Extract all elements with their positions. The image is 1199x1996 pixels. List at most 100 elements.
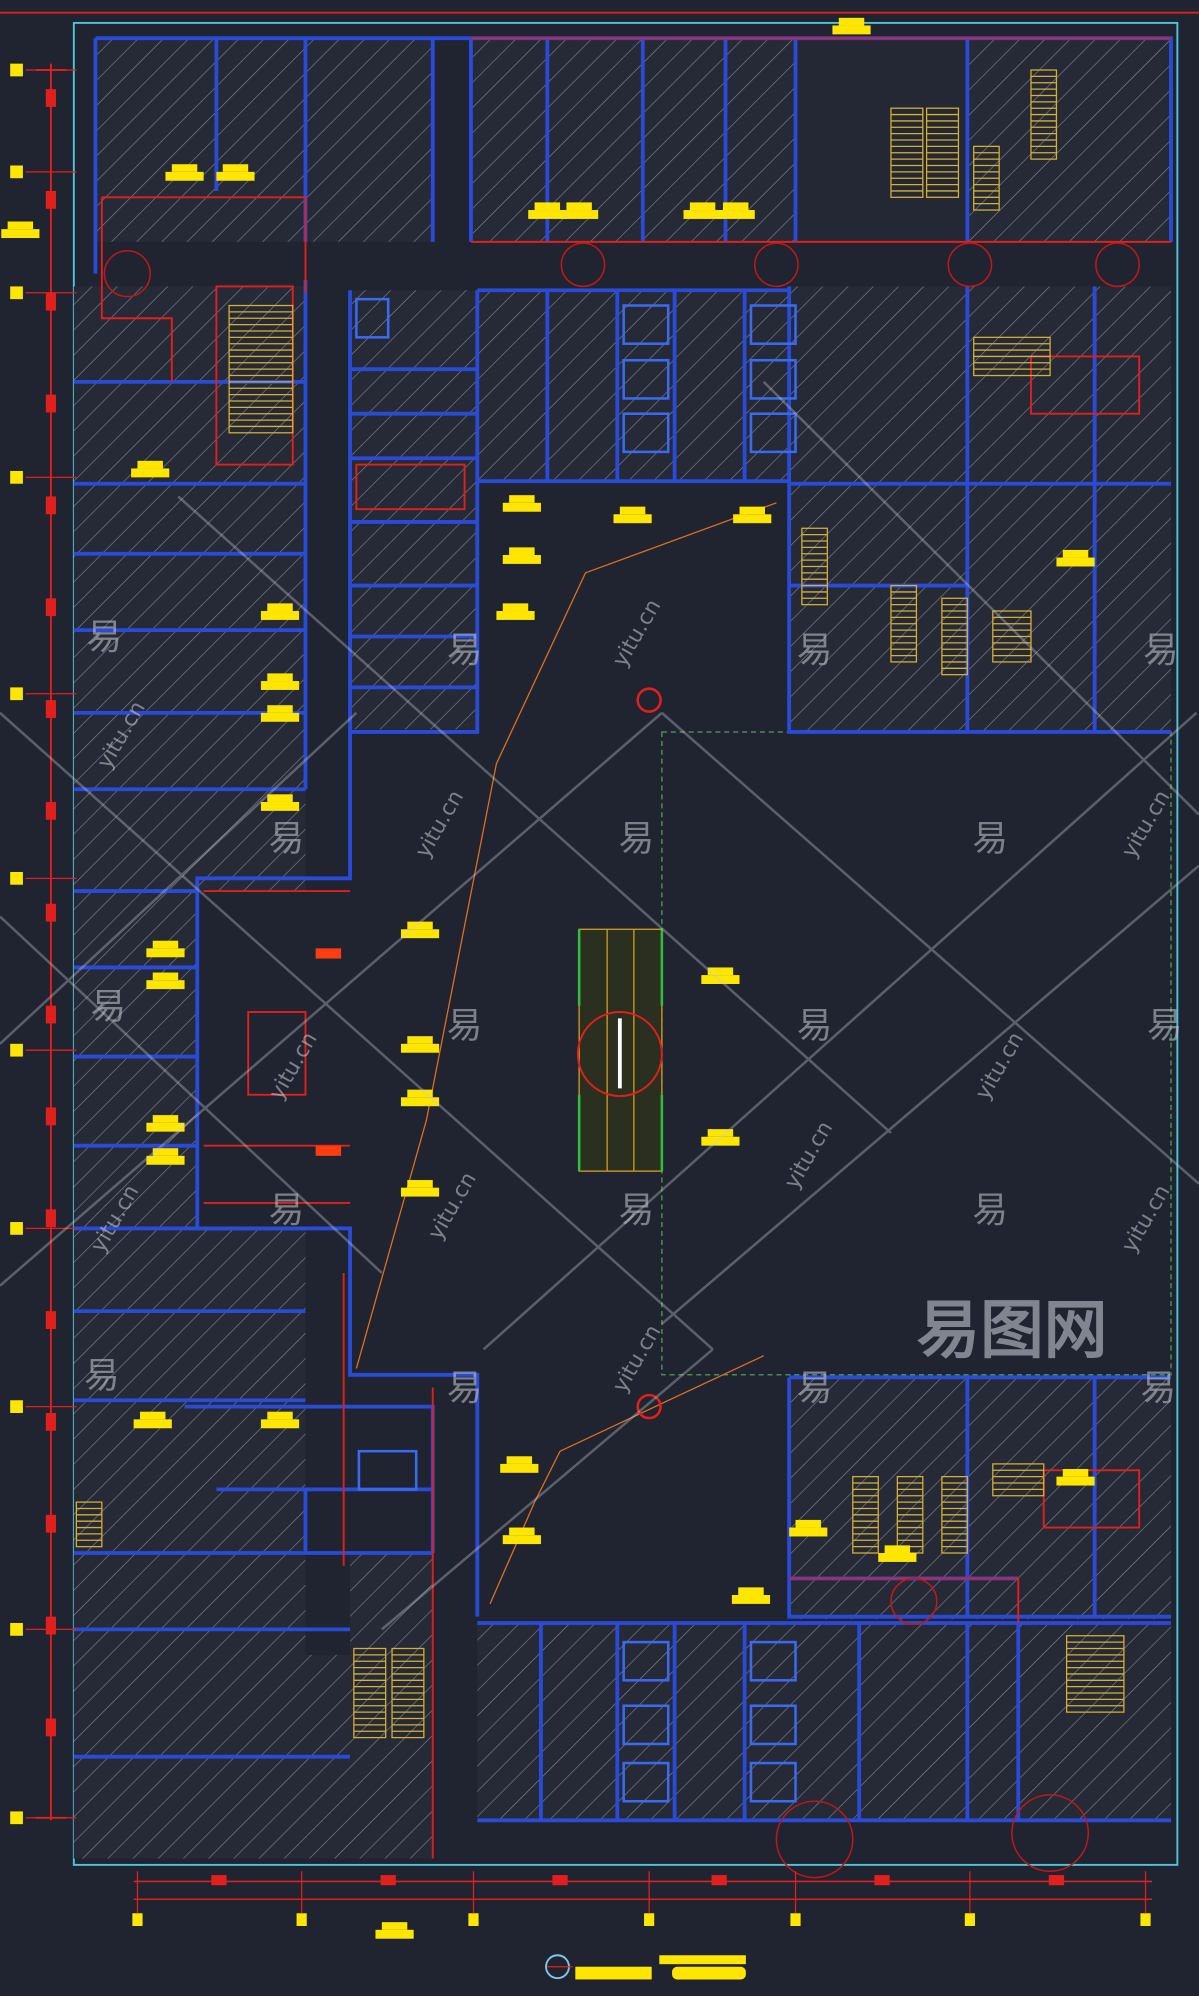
label-tag — [133, 1411, 172, 1429]
dimension-mark — [45, 292, 57, 311]
label-tag — [716, 202, 755, 219]
room-labels — [1, 17, 1095, 1939]
stair-flight — [75, 1501, 103, 1548]
axis-bubble — [10, 1811, 23, 1825]
watermark-glyph: 易 — [1140, 1368, 1176, 1409]
watermark-glyph: 易 — [619, 818, 655, 859]
label-tag — [1056, 1468, 1095, 1486]
label-tag — [613, 506, 652, 524]
dimension-mark — [45, 190, 57, 209]
watermark-glyph: 易 — [87, 617, 123, 658]
stair-flight — [941, 1475, 968, 1554]
dimension-mark — [45, 1718, 57, 1737]
dimension-mark — [45, 598, 57, 617]
watermark-glyph: 易 — [797, 630, 833, 671]
dimension-mark — [874, 1875, 890, 1886]
watermark-glyph: 易 — [269, 1190, 305, 1231]
stair-flight — [801, 527, 828, 606]
axis-bubble — [296, 1913, 307, 1926]
dimension-mark — [45, 1514, 57, 1533]
stair-flight — [890, 584, 918, 663]
label-tag — [400, 1180, 440, 1197]
label-tag — [560, 202, 599, 219]
label-tag — [146, 972, 185, 990]
stair-flight — [1065, 1635, 1125, 1713]
axis-bubble — [10, 1623, 23, 1636]
label-tag — [216, 164, 255, 181]
atrium-circle — [576, 1011, 663, 1097]
label-tag — [528, 202, 567, 219]
stair-flight — [1030, 69, 1058, 160]
axis-bubble — [10, 1222, 23, 1235]
label-tag — [500, 1456, 539, 1473]
watermark-glyph: 易 — [972, 818, 1008, 859]
label-tag — [400, 1036, 440, 1053]
watermark-line — [482, 711, 1198, 1351]
watermark-line — [177, 495, 892, 1134]
watermark-glyph: 易 — [447, 1368, 483, 1409]
watermark-glyph: 易 — [447, 630, 483, 671]
axis-bubble — [10, 470, 23, 484]
label-tag — [260, 1411, 300, 1429]
label-tag — [260, 603, 300, 620]
watermark-line — [0, 711, 663, 1287]
label-tag — [260, 673, 300, 690]
label-tag — [260, 794, 300, 811]
label-tag — [131, 460, 170, 478]
stair-flight — [941, 597, 968, 676]
label-tag — [789, 1519, 828, 1537]
label-tag — [146, 940, 185, 958]
axis-bubble — [790, 1913, 801, 1926]
label-tag — [400, 1089, 440, 1107]
watermark-glyph: 易 — [797, 1005, 833, 1046]
stair-flight — [353, 1647, 387, 1739]
dimension-mark — [45, 801, 57, 820]
watermark-line — [0, 915, 383, 1274]
dimension-mark — [45, 394, 57, 413]
corridors — [305, 244, 1171, 287]
elevator-cores — [355, 297, 797, 1803]
label-tag — [502, 1527, 541, 1545]
label-tag — [733, 506, 772, 524]
stair-flight — [852, 1475, 879, 1554]
label-tag — [502, 495, 541, 512]
watermark-glyph: 易 — [269, 818, 305, 859]
watermark-glyph: 易 — [1147, 1005, 1183, 1046]
dimension-mark — [45, 1616, 57, 1635]
stair-flight — [890, 107, 924, 198]
watermark-glyph: 易 — [797, 1368, 833, 1409]
stair-flight — [973, 145, 1000, 211]
watermark-lines — [0, 380, 1199, 1631]
label-tag — [1056, 549, 1095, 567]
stair-flight — [973, 336, 1051, 377]
label-tag — [165, 164, 204, 181]
axis-bubble — [10, 1400, 23, 1413]
stairs — [75, 69, 1125, 1739]
axis-bubble — [10, 1043, 23, 1057]
watermark-line — [661, 864, 1199, 1325]
label-tag — [878, 1545, 917, 1562]
watermark-glyph: 易 — [1143, 630, 1179, 671]
watermark-glyph: 易 — [84, 1356, 120, 1397]
watermark-line — [381, 1348, 714, 1631]
dimension-mark — [45, 903, 57, 922]
watermark-line — [661, 711, 1199, 1185]
dimension-mark — [45, 496, 57, 515]
axis-bubble — [10, 165, 23, 179]
label-tag — [260, 705, 300, 722]
watermark-glyph: 易 — [619, 1190, 655, 1231]
marker-red — [315, 1145, 342, 1156]
dimension-bottom — [133, 1880, 1152, 1901]
watermark-glyph: 易 — [972, 1190, 1008, 1231]
watermark-line — [0, 711, 358, 1045]
dimension-mark — [45, 89, 57, 107]
label-tag — [375, 1922, 414, 1939]
label-tag — [146, 1115, 185, 1132]
label-tag — [146, 1148, 185, 1165]
dimension-mark — [45, 1107, 57, 1126]
stair-flight — [992, 610, 1032, 663]
dimension-mark — [1048, 1875, 1065, 1886]
watermark-logo: 易图网 — [916, 1294, 1107, 1368]
column-marker — [636, 687, 662, 713]
dimension-mark — [211, 1875, 227, 1886]
